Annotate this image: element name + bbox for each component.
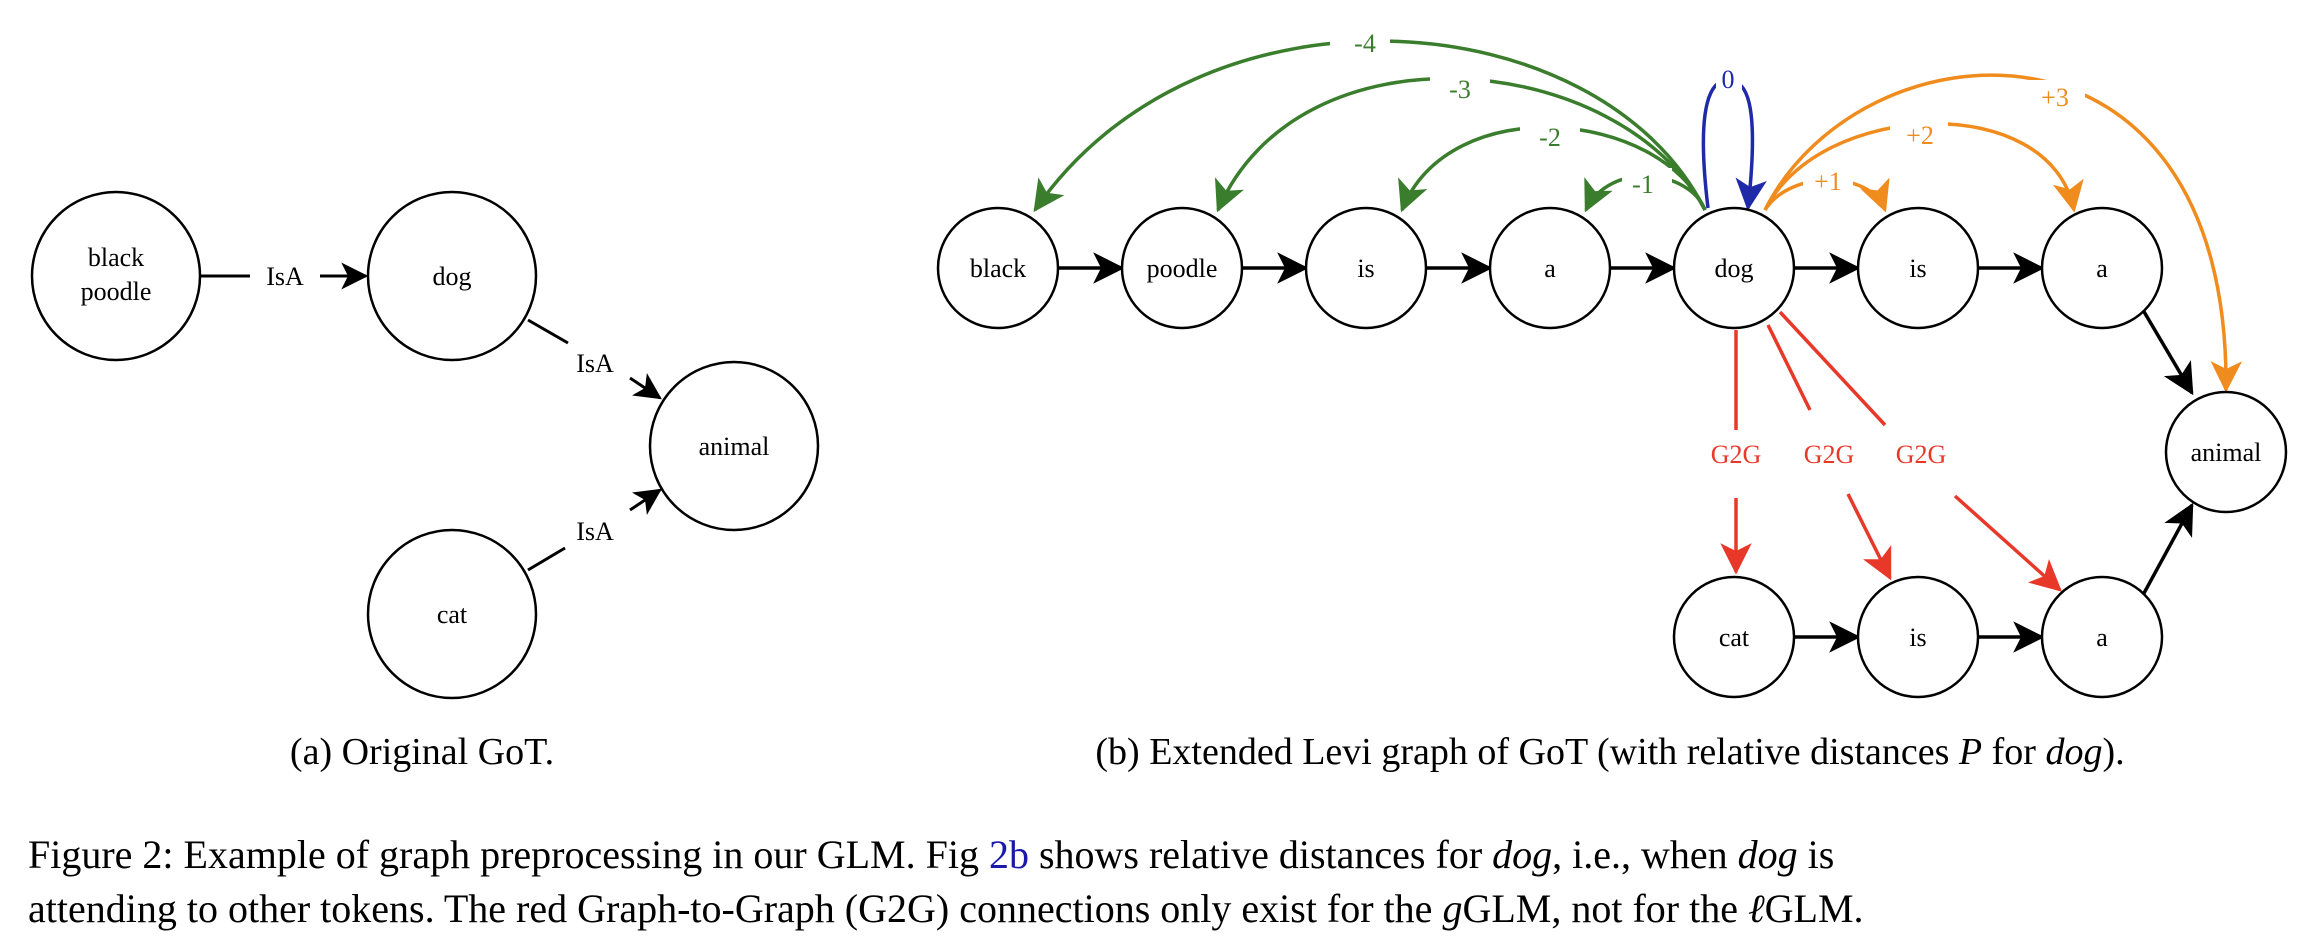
panel-b: -4 -3 -2 -1 0 +1 +2 +3 <box>936 22 2288 773</box>
edge-label-isa-2: IsA <box>576 349 614 378</box>
label-distance-m1: -1 <box>1632 170 1654 199</box>
caption-l1-a: Figure 2: Example of graph preprocessing… <box>28 832 989 877</box>
edge-g2g-2-bottom <box>1846 493 1892 581</box>
label-bg-m3 <box>1430 72 1490 106</box>
label-distance-p2: +2 <box>1906 121 1934 150</box>
panel-b-caption-word: dog <box>2045 731 2102 773</box>
node-b-is-label: is <box>1357 254 1374 283</box>
node-b-poodle-label: poodle <box>1147 254 1218 283</box>
node-a-black-poodle-line1: black <box>88 243 144 272</box>
arc-distance-zero <box>1701 78 1767 211</box>
label-g2g-3: G2G <box>1896 440 1947 469</box>
label-bg-p1 <box>1803 166 1853 198</box>
node-a-dog-label: dog <box>433 262 472 291</box>
label-bg-m4 <box>1330 22 1390 56</box>
panel-b-caption-pre: (b) Extended Levi graph of GoT (with rel… <box>1095 731 1959 773</box>
node-a-black-poodle-line2: poodle <box>81 277 152 306</box>
node-b-a <box>1488 206 1612 330</box>
node-b-a2 <box>2040 206 2164 330</box>
node-b-a2-label: a <box>2096 254 2108 283</box>
node-a-animal <box>648 360 820 532</box>
node-a-cat-label: cat <box>437 600 468 629</box>
node-b-a-label: a <box>1544 254 1556 283</box>
node-b-is2 <box>1856 206 1980 330</box>
label-distance-p3: +3 <box>2041 83 2069 112</box>
node-a-animal-label: animal <box>699 432 770 461</box>
edge-a-dog-animal-part1 <box>527 318 569 345</box>
caption-l1-c: , i.e., when <box>1552 832 1738 877</box>
node-a-black-poodle <box>30 190 202 362</box>
arc-distance-p3 <box>1763 73 2243 393</box>
caption-l1-dog2: dog <box>1738 832 1798 877</box>
node-b-is3 <box>1856 575 1980 699</box>
panel-a: IsA IsA IsA black poodle dog animal cat … <box>30 190 820 773</box>
label-distance-m2: -2 <box>1539 123 1561 152</box>
caption-l2-a: attending to other tokens. The red Graph… <box>28 886 1442 931</box>
node-b-black <box>936 206 1060 330</box>
label-bg-m2 <box>1520 120 1580 154</box>
edge-g2g-3-bottom <box>1953 494 2062 592</box>
panel-b-caption-var: P <box>1958 731 1982 773</box>
arc-distance-m4 <box>1033 39 1707 213</box>
edge-g2g-2-top <box>1766 324 1812 411</box>
label-bg-p3 <box>2025 80 2085 114</box>
edge-b-a3-animal <box>2141 502 2194 596</box>
panel-b-caption-post: ). <box>2102 731 2124 773</box>
node-b-is2-label: is <box>1909 254 1926 283</box>
edge-b-a2-animal <box>2141 309 2194 396</box>
node-b-cat-label: cat <box>1719 623 1750 652</box>
edge-label-isa-3: IsA <box>576 517 614 546</box>
caption-l1-b: shows relative distances for <box>1029 832 1492 877</box>
caption-l1-dog1: dog <box>1492 832 1552 877</box>
caption-ref-2b[interactable]: 2b <box>989 832 1029 877</box>
caption-l2-g: g <box>1442 886 1462 931</box>
node-b-black-label: black <box>970 254 1026 283</box>
label-distance-m3: -3 <box>1449 75 1471 104</box>
node-b-is3-label: is <box>1909 623 1926 652</box>
node-a-cat <box>366 528 538 700</box>
node-b-cat <box>1672 575 1796 699</box>
node-a-dog <box>366 190 538 362</box>
node-b-animal-label: animal <box>2191 438 2262 467</box>
node-b-a3 <box>2040 575 2164 699</box>
node-b-is <box>1304 206 1428 330</box>
node-b-animal <box>2164 390 2288 514</box>
label-distance-zero: 0 <box>1722 65 1735 94</box>
caption-l2-b: GLM, not for the <box>1462 886 1748 931</box>
label-g2g-2: G2G <box>1804 440 1855 469</box>
node-b-dog-label: dog <box>1715 254 1754 283</box>
node-b-a3-label: a <box>2096 623 2108 652</box>
node-b-poodle <box>1120 206 1244 330</box>
caption-l2-ell: ℓ <box>1748 886 1765 931</box>
edge-g2g-3-top <box>1778 310 1887 427</box>
label-bg-p2 <box>1890 118 1948 152</box>
label-g2g-1: G2G <box>1711 440 1762 469</box>
node-b-dog <box>1672 206 1796 330</box>
caption-l2-c: GLM. <box>1765 886 1864 931</box>
label-bg-m1 <box>1622 168 1672 200</box>
figure-caption-line1: Figure 2: Example of graph preprocessing… <box>28 832 1834 877</box>
panel-b-caption: (b) Extended Levi graph of GoT (with rel… <box>1095 731 2124 773</box>
label-bg-zero <box>1716 62 1742 96</box>
edge-a-cat-animal-part2 <box>629 488 662 515</box>
figure-caption-line2: attending to other tokens. The red Graph… <box>28 886 1864 931</box>
edge-a-dog-animal-part2 <box>629 373 662 400</box>
edge-label-isa-1: IsA <box>266 262 304 291</box>
caption-l1-d: is <box>1798 832 1835 877</box>
panel-a-caption: (a) Original GoT. <box>290 731 554 773</box>
panel-b-caption-mid: for <box>1982 731 2045 773</box>
label-distance-m4: -4 <box>1354 29 1376 58</box>
label-distance-p1: +1 <box>1814 167 1842 196</box>
edge-a-cat-animal-part1 <box>527 546 566 572</box>
